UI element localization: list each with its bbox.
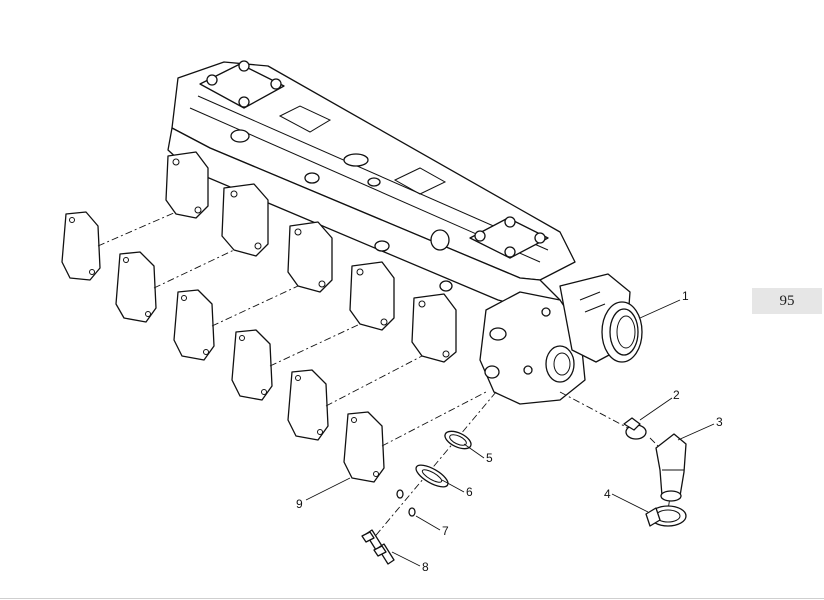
clamp-2 xyxy=(623,417,647,440)
callout-4: 4 xyxy=(604,487,611,501)
runner-flanges xyxy=(165,151,457,363)
page-bottom-rule xyxy=(0,598,824,599)
callout-1: 1 xyxy=(682,289,689,303)
gaskets xyxy=(61,211,385,483)
gasket-5 xyxy=(444,430,472,450)
page-number: 95 xyxy=(779,292,795,309)
gasket-6 xyxy=(415,464,449,488)
explosion-lines xyxy=(97,211,673,541)
clamp-4 xyxy=(645,505,687,527)
callout-5: 5 xyxy=(486,451,493,465)
callout-2: 2 xyxy=(673,388,680,402)
elbow-hose-3 xyxy=(655,433,687,502)
page-number-tab: 95 xyxy=(752,288,822,314)
leader-lines xyxy=(305,299,715,567)
callout-6: 6 xyxy=(466,485,473,499)
callout-7: 7 xyxy=(442,524,449,538)
washers-7 xyxy=(396,489,416,517)
throttle-housing xyxy=(479,273,643,405)
intake-manifold xyxy=(167,60,576,313)
bolts-8 xyxy=(361,529,395,565)
callout-8: 8 xyxy=(422,560,429,574)
callout-labels: 1 2 3 4 5 6 7 8 9 xyxy=(296,289,723,574)
callout-3: 3 xyxy=(716,415,723,429)
callout-9: 9 xyxy=(296,497,303,511)
